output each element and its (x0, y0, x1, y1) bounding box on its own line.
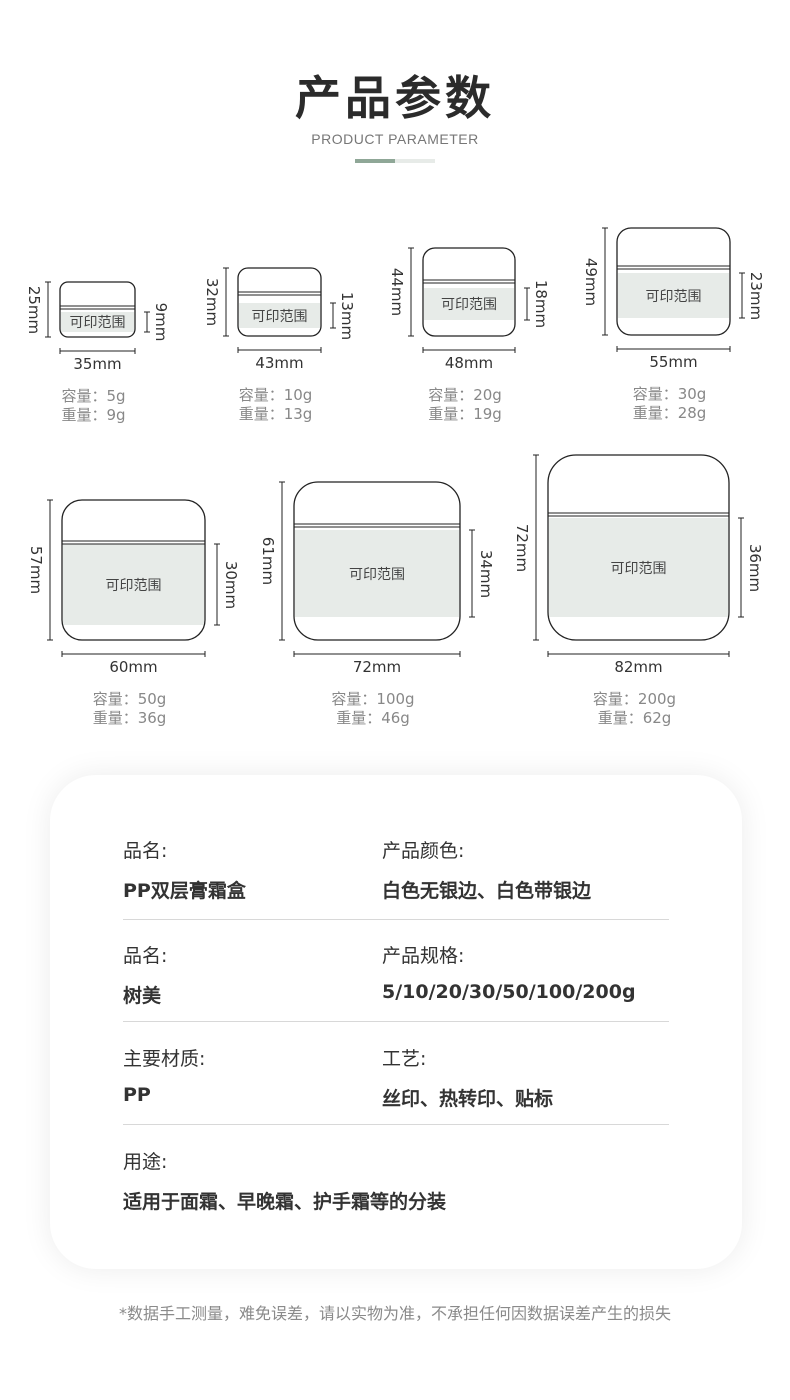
footnote: *数据手工测量，难免误差，请以实物为准，不承担任何因数据误差产生的损失 (118, 1304, 671, 1323)
weight-label: 重量：36g (92, 709, 167, 727)
width-label: 72mm (352, 658, 402, 676)
print-height-label: 36mm (746, 543, 764, 592)
jar-drawing (602, 227, 745, 352)
divider (123, 1021, 669, 1022)
jar-outline (237, 267, 322, 337)
spec-label: 用途: (123, 1151, 168, 1173)
jar-outline (422, 247, 516, 337)
spec-value: PP (123, 1084, 151, 1106)
spec-material: 主要材质: PP (123, 1044, 205, 1106)
jar-drawing (223, 267, 336, 353)
width-label: 43mm (255, 354, 304, 372)
print-area-label: 可印范围 (105, 577, 162, 594)
print-area-label: 可印范围 (251, 308, 308, 325)
spec-product-color: 产品颜色: 白色无银边、白色带银边 (382, 836, 591, 903)
capacity-label: 容量：100g (331, 690, 415, 708)
print-area-label: 可印范围 (441, 297, 497, 313)
jar-drawing (533, 454, 744, 657)
title-underline-accent (355, 159, 395, 163)
spec-label: 产品规格: (382, 945, 465, 967)
spec-product-name: 品名: PP双层膏霜盒 (123, 836, 246, 903)
capacity-label: 容量：50g (92, 690, 167, 708)
capacity-label: 容量：5g (61, 387, 126, 405)
spec-label: 产品颜色: (382, 840, 465, 862)
page-title: 产品参数 (295, 71, 495, 125)
print-area (618, 273, 729, 318)
print-area (549, 518, 728, 617)
weight-label: 重量：9g (61, 406, 126, 424)
divider (123, 1124, 669, 1125)
title-underline-light (395, 159, 435, 163)
spec-value: PP双层膏霜盒 (123, 880, 246, 902)
spec-craft: 工艺: 丝印、热转印、贴标 (382, 1044, 553, 1111)
spec-size: 产品规格: 5/10/20/30/50/100/200g (382, 941, 636, 1003)
capacity-label: 容量：200g (592, 690, 677, 708)
width-label: 82mm (614, 658, 663, 676)
spec-value: 丝印、热转印、贴标 (382, 1088, 554, 1110)
jar-outline (547, 454, 730, 641)
print-area (61, 312, 134, 332)
spec-card: 品名: PP双层膏霜盒 产品颜色: 白色无银边、白色带银边 品名: 树美 产品规… (50, 775, 742, 1269)
width-label: 35mm (73, 355, 122, 373)
jar-drawing (279, 481, 475, 657)
print-area-label: 可印范围 (645, 288, 702, 305)
capacity-label: 容量：10g (238, 386, 313, 404)
print-area (424, 288, 514, 320)
weight-label: 重量：13g (238, 405, 313, 423)
weight-label: 重量：19g (428, 405, 502, 423)
print-area-label: 可印范围 (349, 566, 405, 583)
width-label: 55mm (649, 353, 698, 371)
print-area-label: 可印范围 (610, 560, 667, 577)
weight-label: 重量：46g (336, 709, 410, 727)
spec-label: 主要材质: (123, 1048, 206, 1070)
print-area (295, 530, 459, 617)
jar-drawing (408, 247, 530, 353)
jar-outline (616, 227, 731, 336)
weight-label: 重量：28g (632, 404, 707, 422)
print-area (239, 303, 320, 328)
print-area (63, 544, 204, 625)
spec-value: 白色无银边、白色带银边 (382, 880, 592, 902)
spec-label: 工艺: (382, 1048, 427, 1070)
spec-usage: 用途: 适用于面霜、早晚霜、护手霜等的分装 (123, 1147, 446, 1214)
spec-brand: 品名: 树美 (123, 941, 167, 1008)
height-label: 72mm (513, 523, 531, 572)
jar-drawing (45, 281, 150, 354)
spec-value: 树美 (123, 985, 162, 1007)
jar-drawing (47, 499, 220, 657)
print-area-label: 可印范围 (69, 315, 126, 331)
width-label: 48mm (444, 354, 494, 372)
capacity-label: 容量：20g (428, 386, 502, 404)
width-label: 60mm (109, 658, 158, 676)
weight-label: 重量：62g (597, 709, 672, 727)
divider (123, 919, 669, 920)
spec-value: 5/10/20/30/50/100/200g (382, 981, 636, 1003)
capacity-label: 容量：30g (632, 385, 707, 403)
jar-outline (293, 481, 461, 641)
spec-label: 品名: (123, 945, 168, 967)
spec-label: 品名: (123, 840, 168, 862)
jar-outline (61, 499, 206, 641)
page-subtitle: PRODUCT PARAMETER (311, 131, 479, 147)
spec-value: 适用于面霜、早晚霜、护手霜等的分装 (123, 1191, 447, 1213)
